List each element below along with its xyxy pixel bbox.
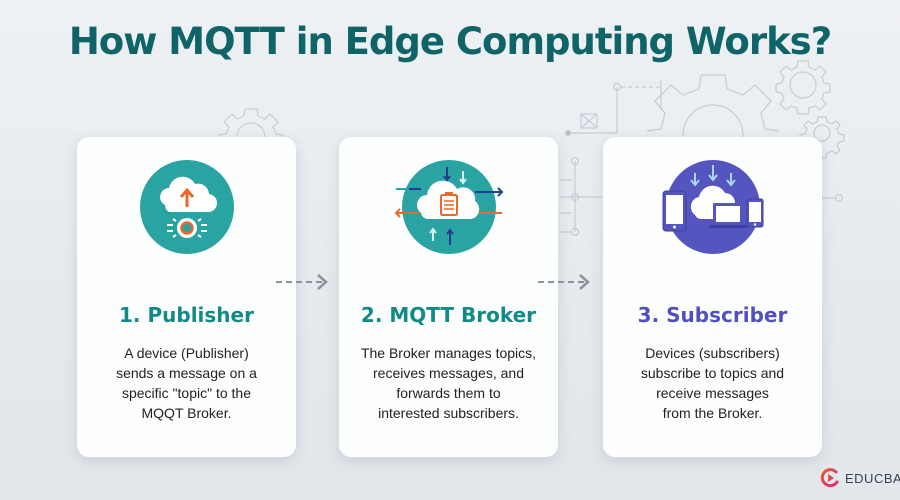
step-heading: 3. Subscriber: [637, 303, 788, 327]
dashed-arrow-right-icon: [276, 274, 328, 290]
dashed-arrow-right-icon: [538, 274, 590, 290]
step-card-publisher: 1. Publisher A device (Publisher) sends …: [77, 137, 296, 457]
step-description: A device (Publisher) sends a message on …: [116, 345, 257, 421]
step-card-mqtt-broker: 2. MQTT Broker The Broker manages topics…: [339, 137, 558, 457]
step-heading: 1. Publisher: [119, 303, 254, 327]
educba-logo-icon: [820, 468, 839, 488]
page-title: How MQTT in Edge Computing Works?: [68, 20, 832, 63]
educba-logo: EDUCBA: [820, 468, 900, 488]
step-description: The Broker manages topics, receives mess…: [360, 345, 537, 421]
step-heading: 2. MQTT Broker: [360, 303, 537, 327]
cloud-clipboard-routing-icon: [394, 159, 503, 255]
step-card-subscriber: 3. Subscriber Devices (subscribers) subs…: [603, 137, 822, 457]
cloud-devices-download-icon: [662, 157, 763, 254]
educba-logo-text: EDUCBA: [845, 470, 900, 486]
cloud-upload-sensor-icon: [139, 159, 235, 255]
step-description: Devices (subscribers) subscribe to topic…: [640, 345, 785, 421]
